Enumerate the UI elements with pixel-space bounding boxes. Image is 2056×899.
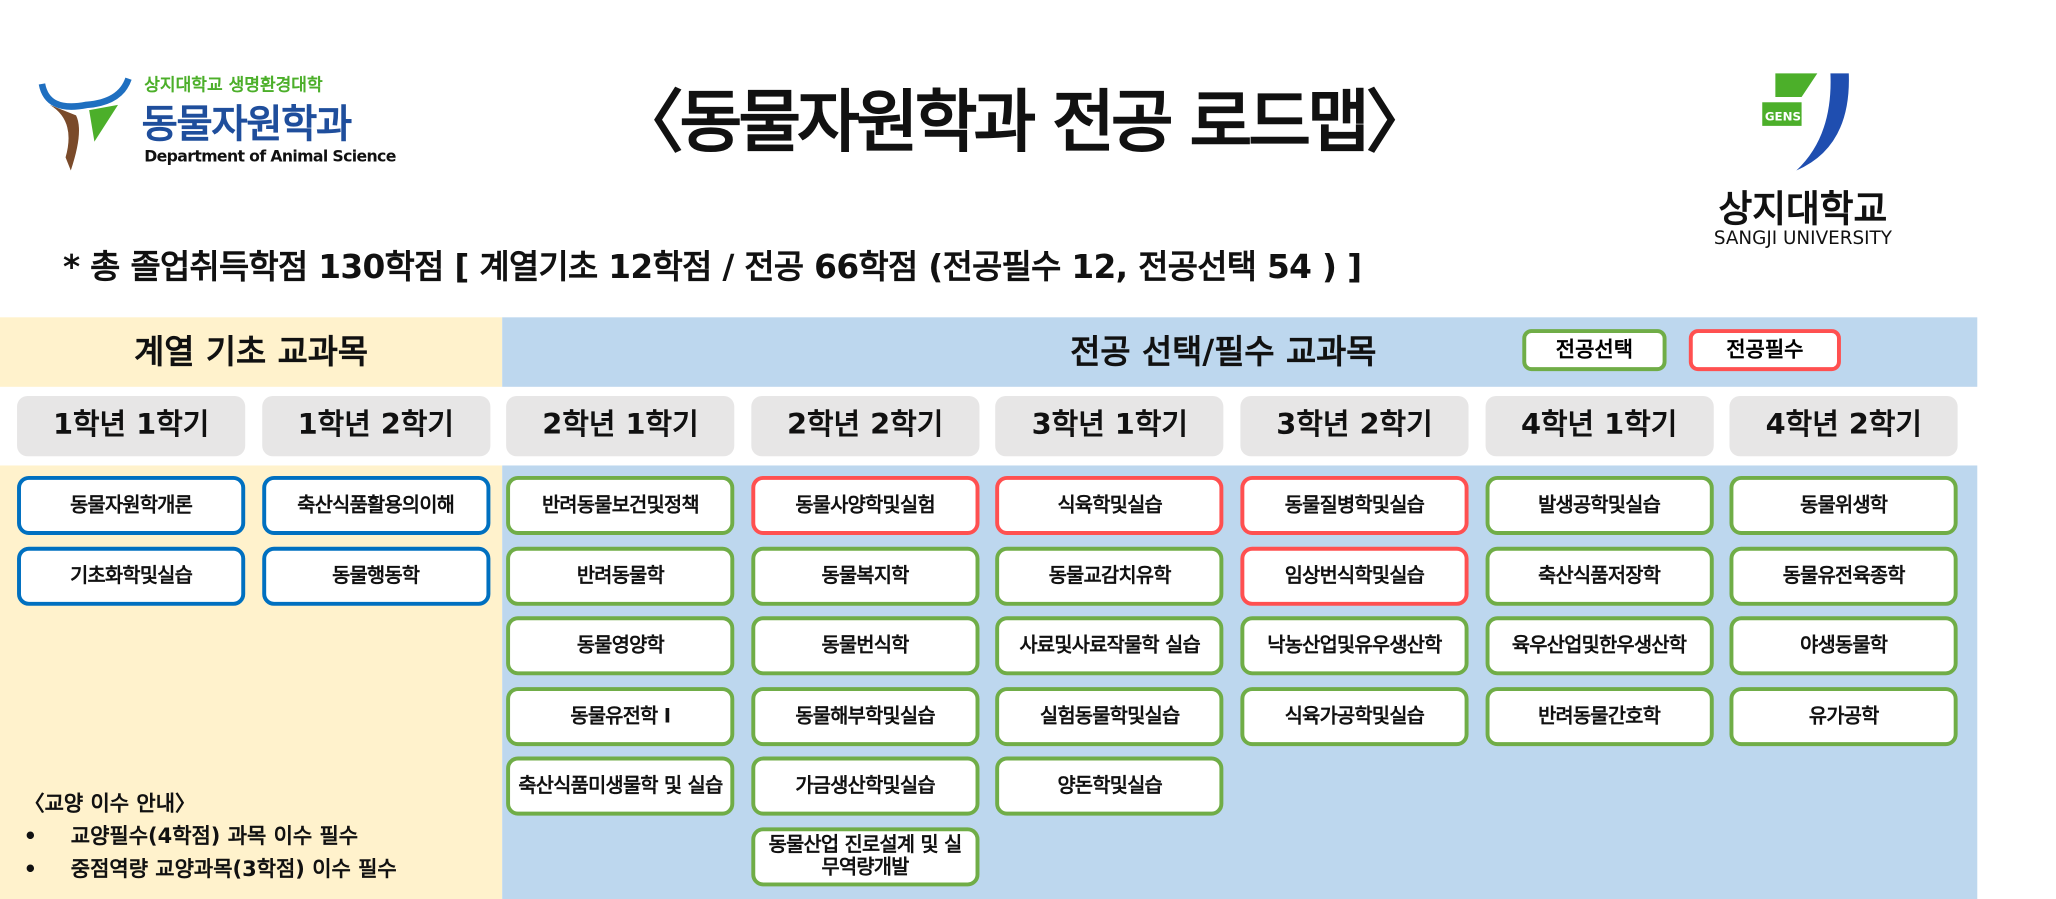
semester-header: 3학년 1학기 bbox=[995, 395, 1224, 457]
course-name: 동물자원학개론 bbox=[70, 493, 193, 517]
basic-section-header: 계열 기초 교과목 bbox=[0, 317, 503, 387]
semester-header: 4학년 1학기 bbox=[1485, 395, 1714, 457]
semester-header: 4학년 2학기 bbox=[1729, 395, 1958, 457]
course-name: 발생공학및실습 bbox=[1538, 493, 1661, 517]
university-name: 상지대학교 bbox=[1718, 187, 1888, 231]
course-box: 동물자원학개론 bbox=[17, 475, 246, 535]
course-name: 축산식품활용의이해 bbox=[297, 493, 455, 517]
course-box: 임상번식학및실습 bbox=[1240, 546, 1469, 606]
course-name: 반려동물학 bbox=[576, 563, 665, 587]
credit-summary: * 총 졸업취득학점 130학점 [ 계열기초 12학점 / 전공 66학점 (… bbox=[62, 247, 1362, 286]
course-box: 동물행동학 bbox=[261, 546, 490, 606]
course-box: 축산식품미생물학 및 실습 bbox=[506, 756, 735, 816]
course-name: 양돈학및실습 bbox=[1057, 773, 1163, 798]
horn-emblem-icon bbox=[38, 77, 132, 171]
course-name: 동물번식학 bbox=[821, 633, 910, 657]
course-box: 식육학및실습 bbox=[995, 475, 1224, 535]
course-box: 동물위생학 bbox=[1729, 475, 1958, 535]
department-name: 동물자원학과 bbox=[141, 102, 353, 149]
course-name: 동물질병학및실습 bbox=[1284, 493, 1425, 517]
course-name: 축산식품저장학 bbox=[1538, 563, 1661, 587]
course-box: 반려동물간호학 bbox=[1485, 686, 1714, 746]
course-box: 사료및사료작물학 실습 bbox=[995, 616, 1224, 676]
course-name: 유가공학 bbox=[1808, 703, 1879, 728]
major-course-area bbox=[502, 465, 1978, 899]
department-logo: 상지대학교 생명환경대학 동물자원학과 Department of Animal… bbox=[37, 66, 396, 177]
course-box: 동물유전육종학 bbox=[1729, 546, 1958, 606]
course-name: 가금생산학및실습 bbox=[795, 773, 935, 798]
notes-title: 〈교양 이수 안내〉 bbox=[23, 790, 196, 816]
semester-header: 3학년 2학기 bbox=[1240, 395, 1469, 457]
course-name: 동물교감치유학 bbox=[1048, 563, 1172, 587]
course-box: 낙농산업및유우생산학 bbox=[1240, 616, 1469, 676]
course-box: 식육가공학및실습 bbox=[1240, 686, 1469, 746]
course-box: 동물교감치유학 bbox=[995, 546, 1224, 606]
course-name: 동물위생학 bbox=[1800, 493, 1888, 517]
course-name: 동물유전육종학 bbox=[1782, 563, 1906, 587]
course-box: 축산식품활용의이해 bbox=[261, 475, 490, 535]
course-box: 동물산업 진로설계 및 실무역량개발 bbox=[751, 826, 980, 886]
course-box: 동물해부학및실습 bbox=[751, 686, 980, 746]
page-title: 〈동물자원학과 전공 로드맵〉 bbox=[615, 83, 1434, 163]
course-name: 동물사양학및실험 bbox=[795, 493, 935, 517]
course-box: 동물영양학 bbox=[506, 616, 735, 676]
course-box: 동물복지학 bbox=[751, 546, 980, 606]
college-name: 상지대학교 생명환경대학 bbox=[144, 76, 323, 96]
course-name: 동물유전학 I bbox=[570, 703, 671, 728]
course-name: 실험동물학및실습 bbox=[1040, 703, 1180, 728]
general-education-notes: 〈교양 이수 안내〉 •교양필수(4학점) 과목 이수 필수 •중점역량 교양과… bbox=[24, 787, 397, 885]
legend-elective: 전공선택 bbox=[1522, 329, 1667, 372]
course-name: 식육학및실습 bbox=[1057, 493, 1163, 517]
course-name: 반려동물보건및정책 bbox=[541, 493, 700, 517]
course-name: 반려동물간호학 bbox=[1538, 703, 1661, 728]
semester-header: 1학년 2학기 bbox=[261, 395, 490, 457]
course-box: 반려동물학 bbox=[506, 546, 735, 606]
course-box: 동물사양학및실험 bbox=[751, 475, 980, 535]
course-name: 동물복지학 bbox=[821, 563, 910, 587]
emblem-text: GENS21 bbox=[1765, 110, 1818, 124]
course-name: 식육가공학및실습 bbox=[1284, 703, 1425, 728]
major-section-title: 전공 선택/필수 교과목 bbox=[1070, 333, 1377, 372]
course-box: 야생동물학 bbox=[1729, 616, 1958, 676]
basic-section-title: 계열 기초 교과목 bbox=[134, 333, 369, 372]
course-box: 발생공학및실습 bbox=[1485, 475, 1714, 535]
course-name: 야생동물학 bbox=[1800, 633, 1888, 657]
note-item: •중점역량 교양과목(3학점) 이수 필수 bbox=[23, 856, 397, 882]
course-name: 동물산업 진로설계 및 실무역량개발 bbox=[768, 832, 963, 879]
course-name: 동물영양학 bbox=[576, 633, 665, 657]
university-emblem-icon: GENS21 bbox=[1762, 73, 1849, 171]
university-logo: GENS21 상지대학교 SANGJI UNIVERSITY bbox=[1691, 68, 1914, 252]
course-box: 육우산업및한우생산학 bbox=[1485, 616, 1714, 676]
course-box: 동물유전학 I bbox=[506, 686, 735, 746]
course-name: 기초화학및실습 bbox=[70, 563, 193, 587]
course-box: 유가공학 bbox=[1729, 686, 1958, 746]
course-name: 낙농산업및유우생산학 bbox=[1267, 633, 1442, 657]
course-box: 양돈학및실습 bbox=[995, 756, 1224, 816]
course-box: 반려동물보건및정책 bbox=[506, 475, 735, 535]
legend-required: 전공필수 bbox=[1688, 329, 1841, 372]
course-name: 임상번식학및실습 bbox=[1284, 563, 1425, 587]
basic-course-area bbox=[0, 465, 503, 899]
department-name-en: Department of Animal Science bbox=[144, 146, 396, 166]
course-name: 축산식품미생물학 및 실습 bbox=[518, 773, 723, 798]
course-box: 가금생산학및실습 bbox=[751, 756, 980, 816]
course-box: 축산식품저장학 bbox=[1485, 546, 1714, 606]
university-name-en: SANGJI UNIVERSITY bbox=[1713, 228, 1892, 250]
course-box: 동물질병학및실습 bbox=[1240, 475, 1469, 535]
semester-header: 2학년 2학기 bbox=[751, 395, 980, 457]
semester-header: 2학년 1학기 bbox=[506, 395, 735, 457]
course-box: 기초화학및실습 bbox=[17, 546, 246, 606]
course-box: 실험동물학및실습 bbox=[995, 686, 1224, 746]
semester-header: 1학년 1학기 bbox=[17, 395, 246, 457]
course-name: 사료및사료작물학 실습 bbox=[1019, 633, 1201, 657]
note-item: •교양필수(4학점) 과목 이수 필수 bbox=[23, 823, 359, 849]
course-name: 동물행동학 bbox=[332, 563, 420, 587]
course-name: 육우산업및한우생산학 bbox=[1511, 633, 1687, 657]
course-name: 동물해부학및실습 bbox=[795, 703, 935, 728]
course-box: 동물번식학 bbox=[751, 616, 980, 676]
